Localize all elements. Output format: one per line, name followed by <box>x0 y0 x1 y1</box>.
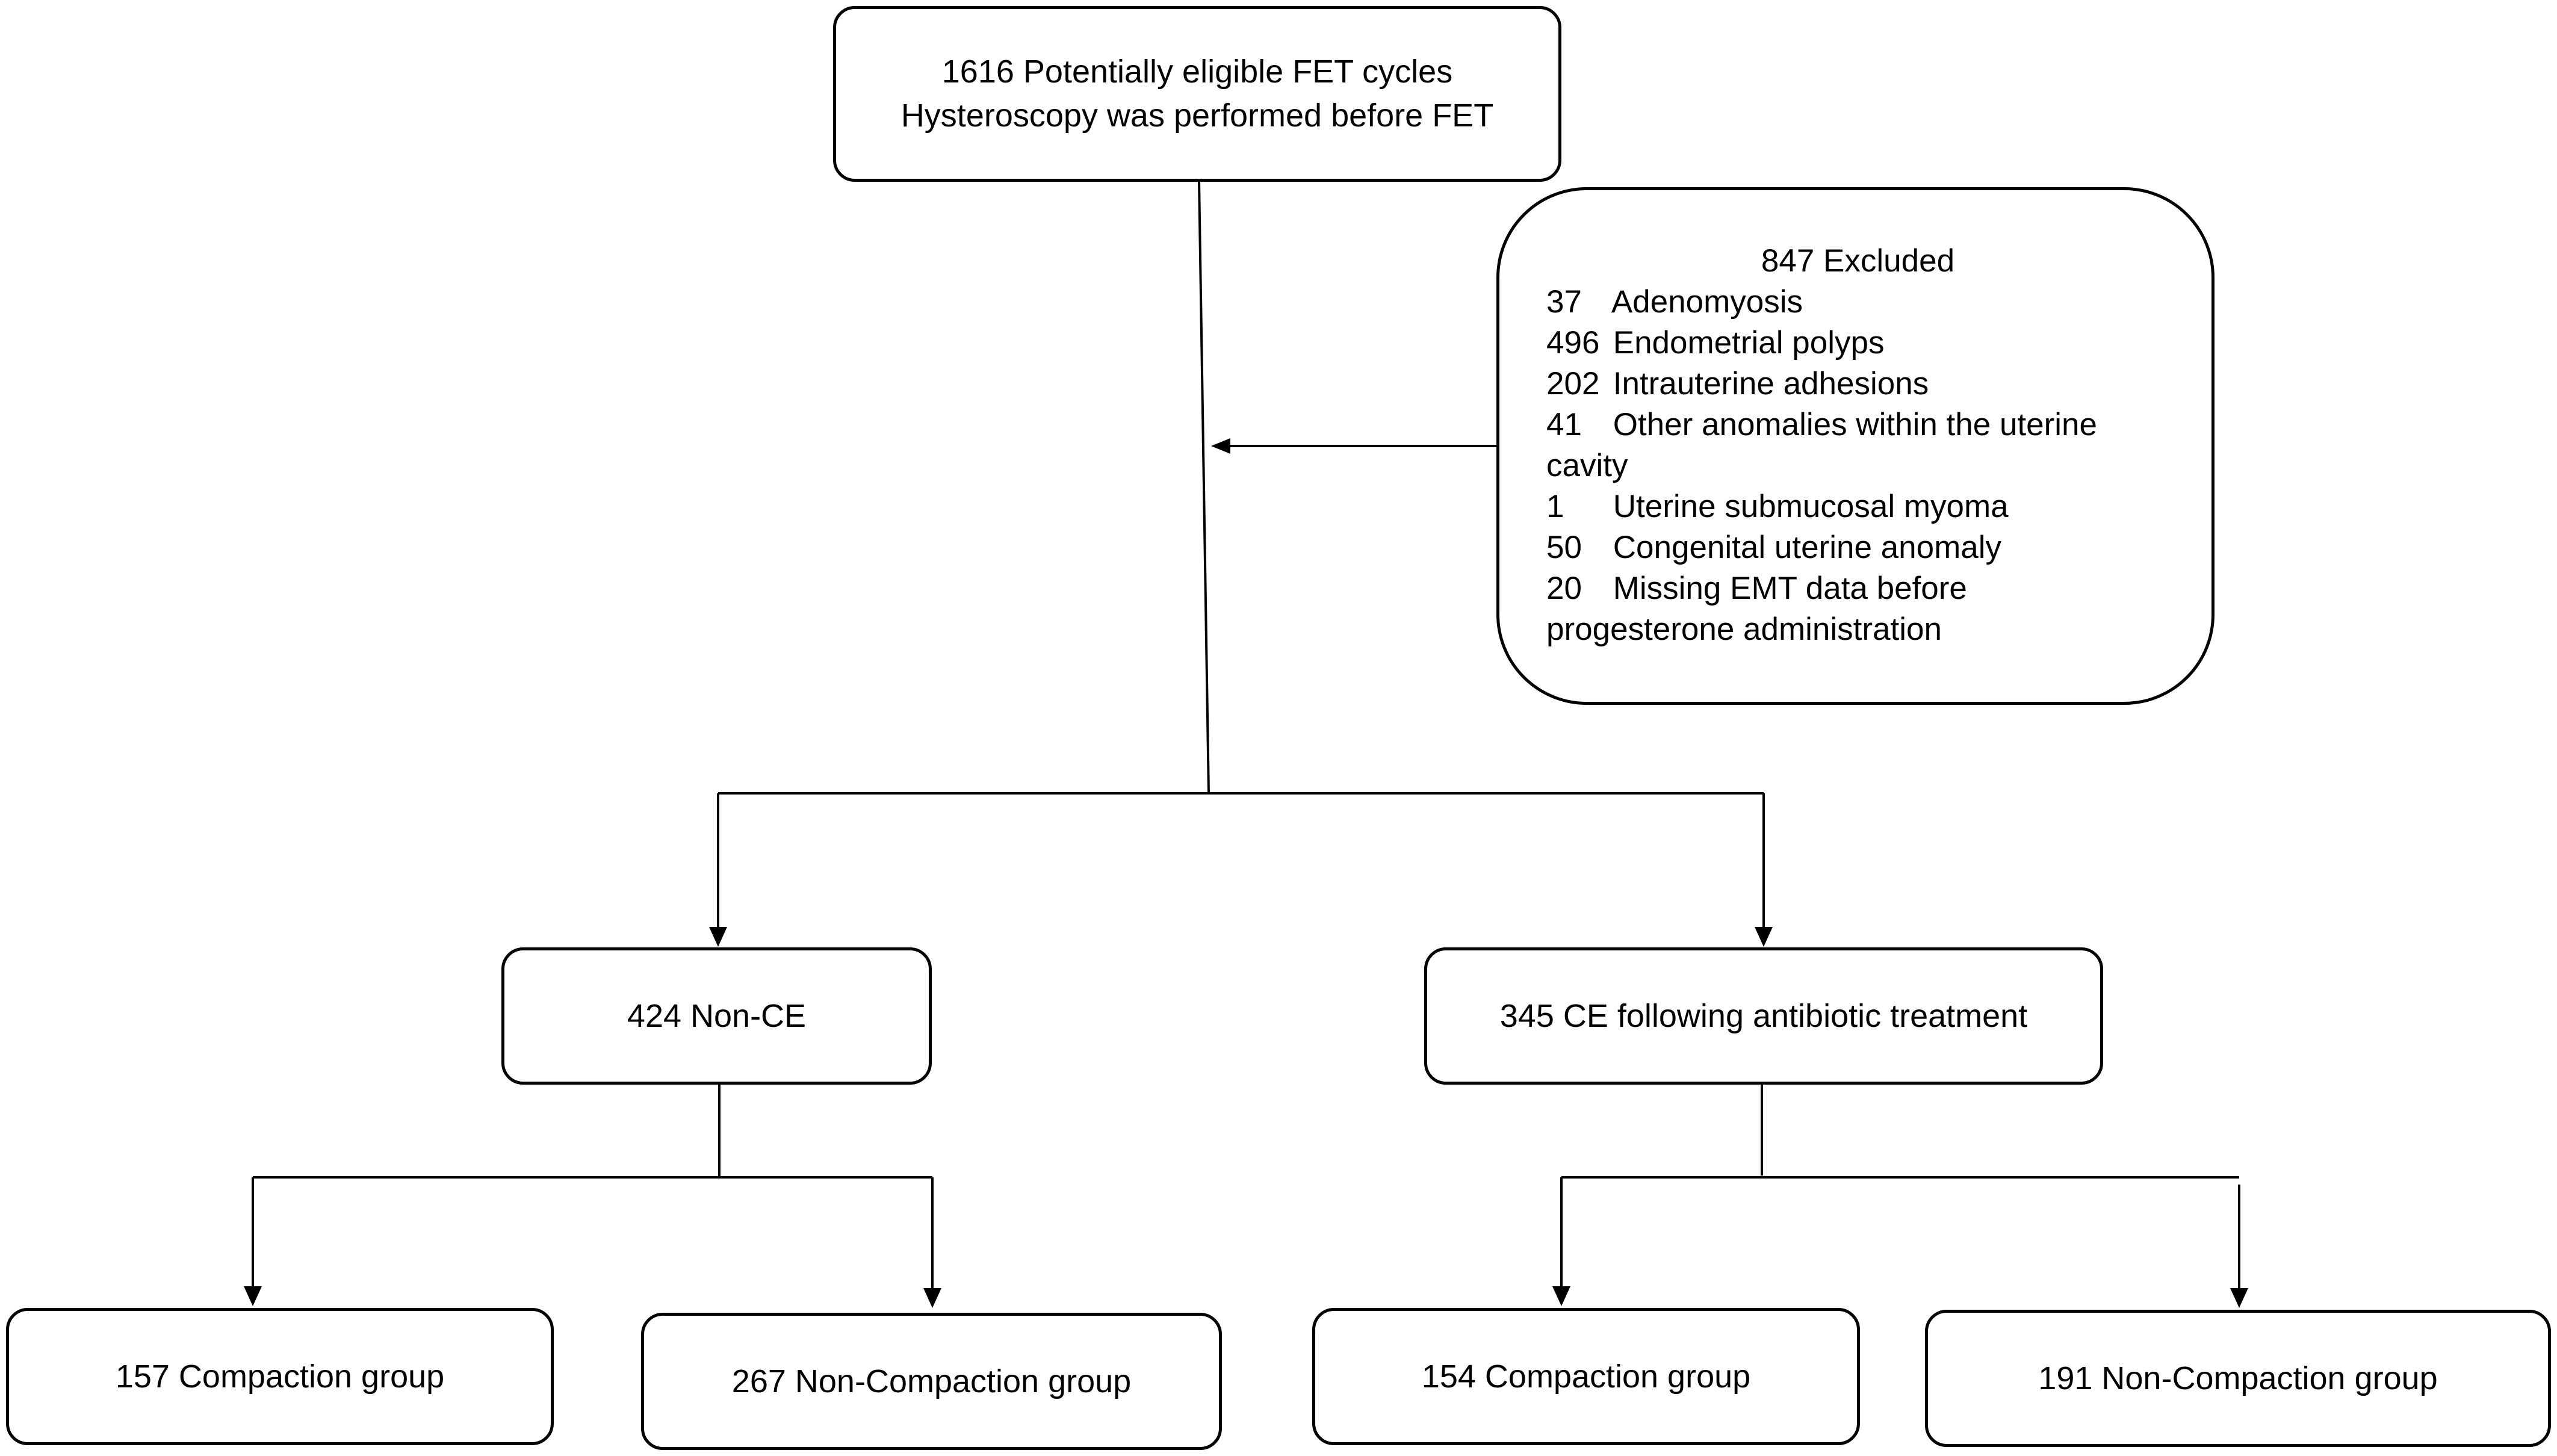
box-non-ce-compaction: 157 Compaction group <box>6 1308 554 1445</box>
arrowhead-ce-non-compaction <box>2230 1288 2248 1308</box>
box-eligible-cycles: 1616 Potentially eligible FET cycles Hys… <box>833 6 1561 182</box>
excluded-title: 847 Excluded <box>1761 243 1955 279</box>
box-non-ce-non-compaction: 267 Non-Compaction group <box>641 1313 1222 1450</box>
ce-compaction-label: 154 Compaction group <box>1421 1358 1751 1395</box>
excluded-item-text: Intrauterine adhesions <box>1613 366 1929 401</box>
non-ce-label: 424 Non-CE <box>627 997 807 1034</box>
excluded-item: 41 Other anomalies within the uterine ca… <box>1546 404 2145 486</box>
non-ce-compaction-label: 157 Compaction group <box>115 1358 445 1395</box>
arrowhead-exclusion <box>1211 438 1230 454</box>
excluded-item-text: Endometrial polyps <box>1613 325 1885 361</box>
non-ce-non-compaction-label: 267 Non-Compaction group <box>731 1363 1132 1399</box>
excluded-item-count: 496 <box>1546 325 1600 361</box>
arrowhead-non-ce-non-compaction <box>923 1288 941 1308</box>
trunk-line <box>1198 180 1210 794</box>
box-ce-non-compaction: 191 Non-Compaction group <box>1925 1310 2551 1447</box>
excluded-item-count: 50 <box>1546 530 1582 565</box>
box-excluded: 847 Excluded 37 Adenomyosis 496 Endometr… <box>1496 187 2215 705</box>
excluded-item-text: Congenital uterine anomaly <box>1613 530 2001 565</box>
box-ce-compaction: 154 Compaction group <box>1312 1308 1860 1445</box>
excluded-item-count: 1 <box>1546 489 1564 524</box>
excluded-item-text: Uterine submucosal myoma <box>1613 489 2009 524</box>
box-ce-antibiotic: 345 CE following antibiotic treatment <box>1424 947 2103 1085</box>
excluded-item-count: 41 <box>1546 407 1582 442</box>
excluded-item-text: Other anomalies within the uterine cavit… <box>1546 407 2097 483</box>
ce-non-compaction-label: 191 Non-Compaction group <box>2038 1360 2438 1396</box>
arrowhead-non-ce <box>709 927 727 947</box>
excluded-item: 496 Endometrial polyps <box>1546 323 2145 364</box>
ce-label: 345 CE following antibiotic treatment <box>1499 997 2028 1034</box>
box-non-ce: 424 Non-CE <box>501 947 932 1085</box>
excluded-item: 20 Missing EMT data before progesterone … <box>1546 568 2145 650</box>
excluded-item-text: Adenomyosis <box>1611 284 1803 320</box>
arrowhead-ce-compaction <box>1552 1286 1570 1306</box>
excluded-item-count: 20 <box>1546 571 1582 606</box>
eligible-cycles-label: 1616 Potentially eligible FET cycles <box>941 54 1453 90</box>
excluded-item: 202 Intrauterine adhesions <box>1546 364 2145 404</box>
excluded-item-count: 37 <box>1546 284 1582 320</box>
excluded-item: 50 Congenital uterine anomaly <box>1546 527 2145 568</box>
excluded-item-count: 202 <box>1546 366 1600 401</box>
arrowhead-ce <box>1755 927 1773 947</box>
excluded-item-text: Missing EMT data before progesterone adm… <box>1546 571 1967 647</box>
excluded-item: 37 Adenomyosis <box>1546 282 2145 323</box>
excluded-item: 1 Uterine submucosal myoma <box>1546 486 2145 527</box>
arrowhead-non-ce-compaction <box>244 1286 262 1306</box>
hysteroscopy-label: Hysteroscopy was performed before FET <box>900 98 1494 134</box>
